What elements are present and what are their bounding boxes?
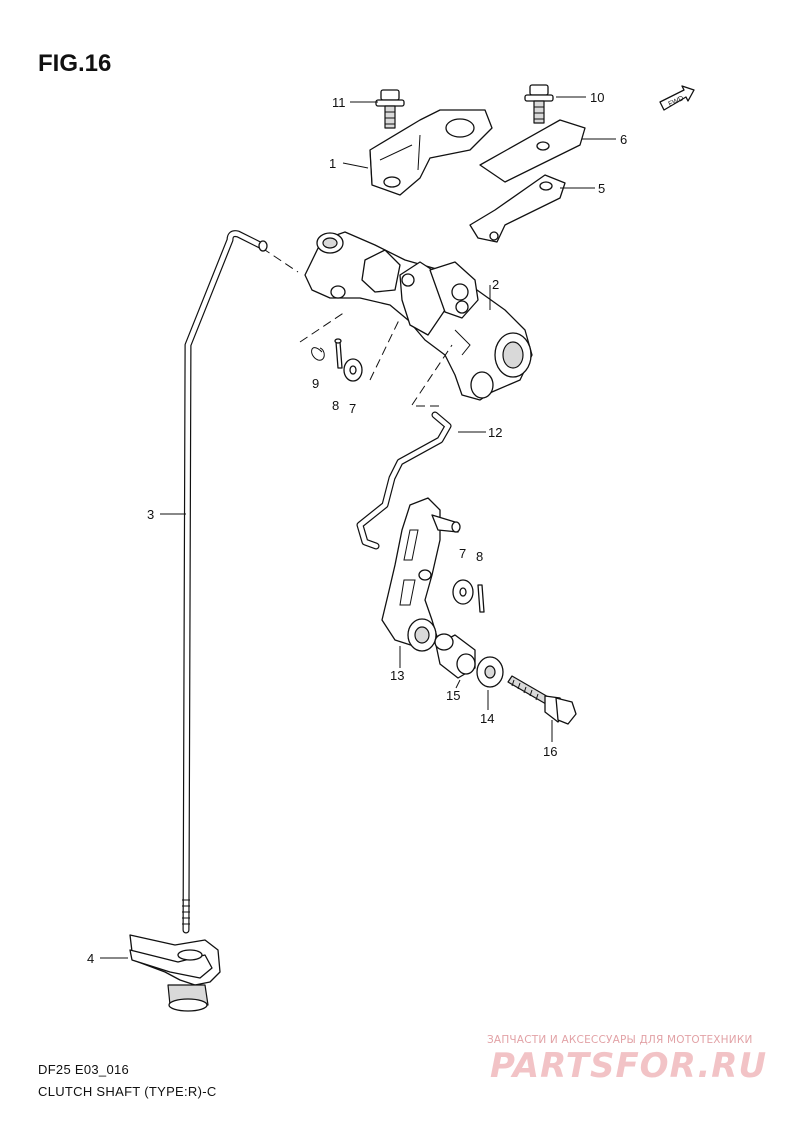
dashed-leader [299,311,346,343]
part-5-lever-plate [469,174,566,243]
callout-1: 1 [329,156,336,171]
watermark-brand: PARTSFOR.RU [490,1046,768,1086]
part-7-washer [343,358,363,382]
part-1-bracket [369,109,493,196]
fwd-arrow-icon: FWD [659,85,695,111]
dashed-leader [369,317,401,381]
callout-8-top: 8 [332,398,339,413]
part-14-washer [476,656,504,688]
dashed-leader [411,344,453,406]
callout-9: 9 [312,376,319,391]
part-10-bolt [524,84,554,124]
watermark-tagline: ЗАПЧАСТИ И АКСЕССУАРЫ ДЛЯ МОТОТЕХНИКИ [487,1034,753,1046]
part-6-plate [479,119,586,183]
callout-8-mid: 8 [476,549,483,564]
part-8-cotter-pin [334,338,343,369]
callout-14: 14 [480,711,494,726]
callout-10: 10 [590,90,604,105]
figure-title: FIG.16 [38,50,112,77]
callout-16: 16 [543,744,557,759]
figure-caption: CLUTCH SHAFT (TYPE:R)-C [38,1084,217,1099]
part-7-washer [452,579,474,605]
part-9-clip [311,347,325,361]
part-15-collar [434,633,476,679]
part-13-lever [381,497,461,652]
callout-7-mid: 7 [459,546,466,561]
callout-3: 3 [147,507,154,522]
dashed-leader [261,247,299,273]
callout-leaders [100,96,616,959]
part-3-shift-rod [182,230,268,934]
callout-11: 11 [332,95,346,110]
part-12-rod [356,411,452,550]
callout-15: 15 [446,688,460,703]
callout-2: 2 [492,277,499,292]
callout-12: 12 [488,425,502,440]
callout-6: 6 [620,132,627,147]
callout-5: 5 [598,181,605,196]
callout-13: 13 [390,668,404,683]
part-16-bolt [507,675,577,725]
callout-4: 4 [87,951,94,966]
part-11-bolt [375,89,405,129]
part-8-cotter-pin [477,584,485,613]
part-2-clutch-housing [304,231,533,401]
part-4-rod-bracket [129,934,221,1012]
model-code: DF25 E03_016 [38,1062,130,1077]
callout-7-top: 7 [349,401,356,416]
